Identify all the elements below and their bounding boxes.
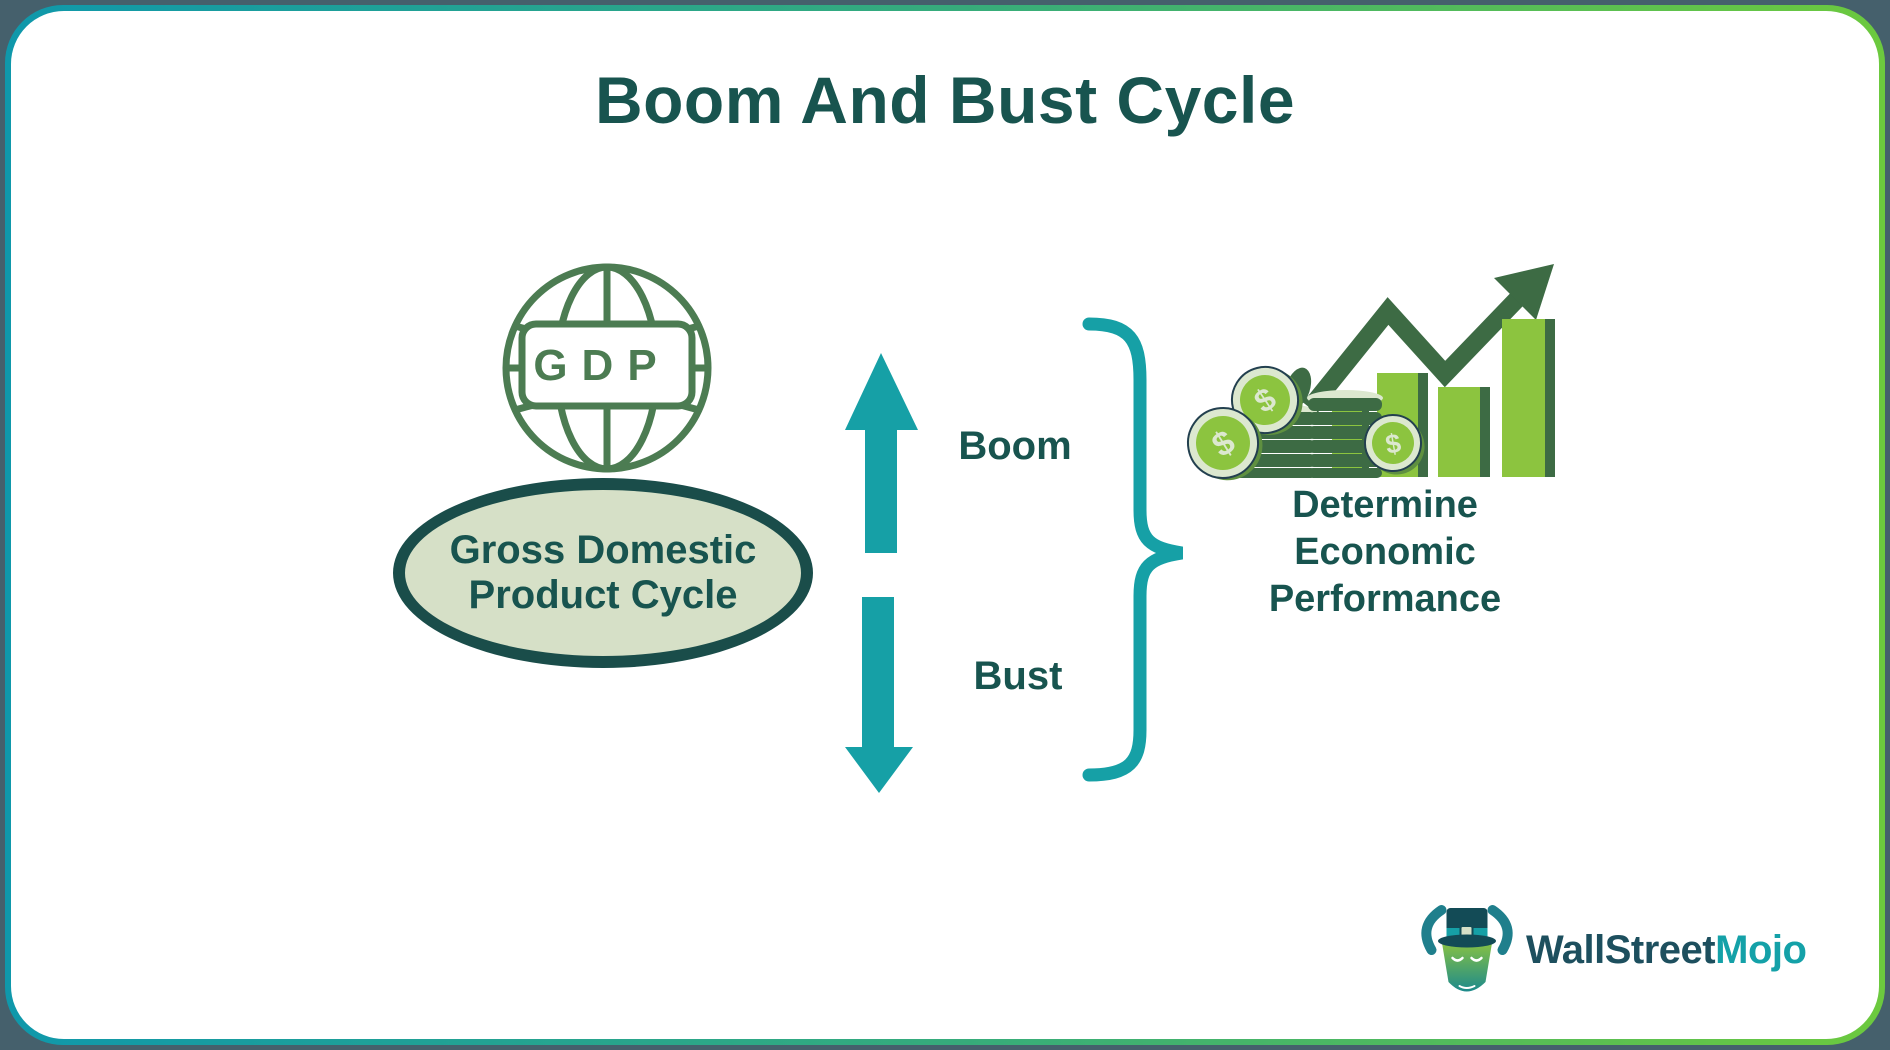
- dollar-coin: $: [1231, 366, 1303, 435]
- brand-name-accent: Mojo: [1715, 928, 1807, 972]
- outcome-line2: Economic: [1294, 531, 1476, 573]
- brand-name-primary: WallStreet: [1526, 928, 1716, 972]
- gdp-cycle-ellipse: Gross Domestic Product Cycle: [393, 478, 813, 668]
- bust-down-arrow-icon: [845, 597, 913, 793]
- brand-logo: WallStreetMojo: [1418, 898, 1807, 1003]
- dollar-coin: $: [1187, 407, 1263, 481]
- bull-mascot-icon: [1421, 905, 1513, 992]
- gdp-badge: [518, 320, 696, 410]
- card: [11, 11, 1879, 1039]
- gdp-globe-icon: GDP: [502, 263, 712, 473]
- boom-up-arrow-icon: [845, 353, 918, 553]
- outcome-line3: Performance: [1268, 578, 1502, 620]
- trend-arrow-head: [1494, 264, 1554, 320]
- boom-label: Boom: [958, 424, 1072, 468]
- outcome-line1: Determine: [1292, 484, 1478, 526]
- cycle-arrows: [845, 353, 918, 793]
- svg-text:$: $: [1383, 428, 1403, 460]
- outcome-text: Determine Economic Performance: [1225, 482, 1545, 623]
- curly-brace-icon: [1082, 317, 1184, 782]
- dollar-coin: $: [1364, 414, 1425, 475]
- trend-arrow-line: [1302, 287, 1529, 414]
- bust-label: Bust: [973, 654, 1063, 698]
- growth-chart-coins-icon: $ $ $: [1187, 264, 1555, 481]
- card-border: [5, 5, 1885, 1045]
- gdp-cycle-label-line1: Gross Domestic: [449, 527, 757, 572]
- gdp-cycle-label-line2: Product Cycle: [468, 573, 738, 617]
- gdp-badge-label: GDP: [533, 341, 670, 390]
- page-title: Boom And Bust Cycle: [594, 63, 1296, 137]
- brand-wordmark: WallStreetMojo: [1526, 928, 1807, 973]
